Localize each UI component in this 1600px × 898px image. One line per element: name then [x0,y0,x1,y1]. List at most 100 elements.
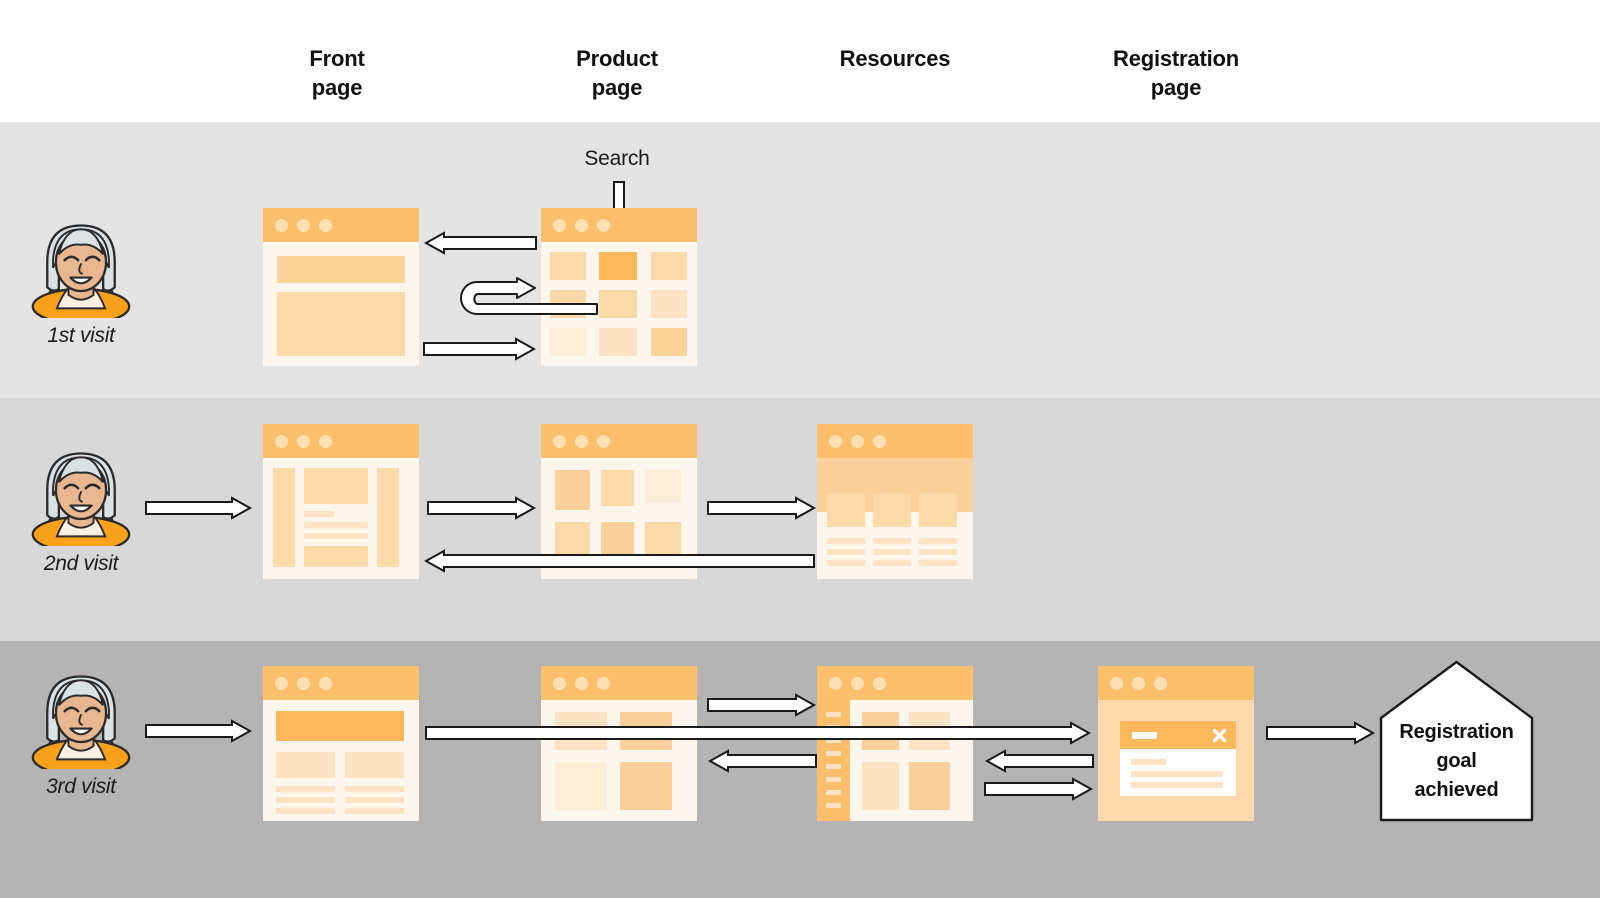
persona-label-visit-3: 3rd visit [46,775,116,798]
browser-resources-visit-3 [817,666,973,821]
text-line [873,549,911,555]
window-dot-icon [553,435,566,448]
window-dot-icon [319,677,332,690]
modal-titlebar [1120,721,1236,749]
goal-line-1: Registration [1399,721,1514,743]
arrow-resources-to-registration-visit-3 [984,777,1094,801]
content-block [277,256,405,283]
browser-product-page-visit-1 [541,208,697,366]
nav-item[interactable] [826,803,841,808]
window-dot-icon [873,435,886,448]
browser-content [817,700,973,821]
goal-line-3: achieved [1414,779,1499,801]
text-line [919,560,957,566]
window-dot-icon [1154,677,1167,690]
avatar-icon [28,663,134,776]
text-line [304,533,368,539]
grid-cell [555,762,607,810]
avatar-icon [28,440,134,553]
card [919,494,957,527]
sidebar-column [273,468,295,567]
grid-cell [645,470,681,503]
content-block [304,468,368,504]
text-line [919,538,957,544]
browser-front-page-visit-3 [263,666,419,821]
text-line [827,560,865,566]
arrow-product-to-resources-visit-3 [707,693,817,717]
text-line [276,786,335,792]
nav-item[interactable] [826,790,841,795]
nav-item[interactable] [826,764,841,769]
nav-sidebar [817,700,850,821]
browser-content [817,458,973,579]
modal-body [1120,749,1236,796]
close-icon[interactable] [1212,728,1227,743]
card [873,494,911,527]
nav-item[interactable] [826,712,841,717]
text-line [1131,771,1223,777]
text-line [827,538,865,544]
arrow-resources-to-product-visit-3 [707,749,817,773]
arrow-product-to-resources-visit-2 [707,496,817,520]
browser-content [1098,700,1254,821]
text-line [873,538,911,544]
arrow-product-self-loop-visit-1 [455,277,598,316]
grid-cell [599,290,637,318]
browser-titlebar [541,208,697,242]
browser-content [263,458,419,579]
window-dot-icon [829,435,842,448]
content-block [304,546,368,567]
window-dot-icon [319,219,332,232]
browser-resources-visit-2 [817,424,973,579]
window-dot-icon [275,435,288,448]
card [276,752,335,778]
browser-product-page-visit-2 [541,424,697,579]
window-dot-icon [275,677,288,690]
nav-item[interactable] [826,751,841,756]
text-line [304,522,368,528]
hero-banner [276,711,404,741]
visit-band-2 [0,398,1600,641]
grid-cell [555,470,590,510]
grid-cell [651,252,687,280]
grid-cell [599,328,637,356]
goal-badge-text: Registration goal achieved [1379,718,1534,805]
window-dot-icon [553,677,566,690]
text-line [304,511,334,517]
browser-front-page-visit-2 [263,424,419,579]
arrow-resources-to-front-visit-2 [423,549,815,573]
sidebar-column [377,468,399,567]
arrow-front-to-product-visit-1 [423,337,537,361]
grid-cell [651,328,687,356]
arrow-front-to-registration-visit-3 [425,721,1092,745]
window-dot-icon [319,435,332,448]
window-dot-icon [597,435,610,448]
window-dot-icon [275,219,288,232]
browser-titlebar [817,666,973,700]
browser-titlebar [817,424,973,458]
browser-content [541,242,697,366]
browser-titlebar [263,666,419,700]
text-line [1131,759,1166,765]
browser-front-page-visit-1 [263,208,419,366]
nav-item[interactable] [826,777,841,782]
arrow-entry-to-front-visit-3 [145,719,253,743]
text-line [276,808,335,814]
window-dot-icon [297,219,310,232]
modal-title-text [1132,732,1157,739]
grid-cell [620,762,672,810]
visit-band-1 [0,122,1600,398]
browser-registration-page-visit-3 [1098,666,1254,821]
goal-badge: Registration goal achieved [1379,660,1534,822]
nav-item[interactable] [826,738,841,743]
window-dot-icon [553,219,566,232]
column-header-resources: Resources [839,46,951,71]
browser-titlebar [263,208,419,242]
window-dot-icon [297,677,310,690]
browser-titlebar [263,424,419,458]
window-dot-icon [575,677,588,690]
window-dot-icon [851,435,864,448]
persona-visit-2: 2nd visit [6,440,156,576]
